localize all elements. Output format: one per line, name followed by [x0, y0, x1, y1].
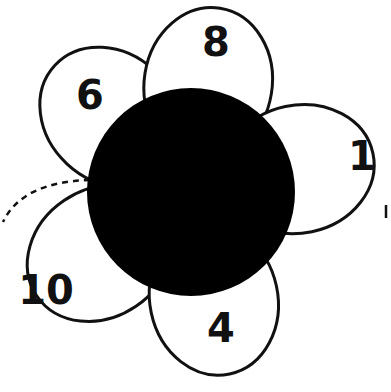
petal-node: 8 [198, 20, 234, 64]
flower-center [87, 88, 295, 296]
petal-number: 6 [76, 75, 104, 115]
dash-mark [385, 205, 388, 218]
petal-node: 4 [203, 306, 239, 350]
petal-node: 10 [14, 268, 78, 312]
dashed-arc [3, 180, 90, 222]
petal-number: 8 [202, 22, 230, 62]
petals [1, 0, 386, 387]
petal-number: 1 [348, 136, 376, 176]
petal-node: 6 [72, 73, 108, 117]
petal-number: 4 [207, 308, 235, 348]
petal-node: 1 [344, 134, 380, 178]
petal-number: 10 [18, 270, 74, 310]
